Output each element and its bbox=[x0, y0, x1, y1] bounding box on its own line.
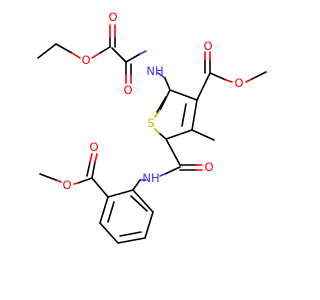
bond bbox=[158, 132, 167, 140]
bond bbox=[144, 211, 154, 239]
bond bbox=[99, 46, 111, 54]
atom-o-ester1-carbonyl: O bbox=[108, 10, 117, 24]
bond bbox=[119, 231, 142, 237]
bond bbox=[132, 179, 141, 191]
bond bbox=[154, 109, 161, 118]
bond bbox=[154, 128, 160, 134]
bond bbox=[111, 47, 127, 63]
bond bbox=[165, 129, 193, 140]
bond bbox=[117, 237, 146, 244]
bond bbox=[159, 173, 166, 177]
bond bbox=[125, 53, 141, 63]
atom-o-ester2-single: O bbox=[234, 76, 243, 90]
bond bbox=[191, 129, 215, 141]
bond bbox=[225, 79, 233, 83]
bond bbox=[251, 71, 267, 80]
bond bbox=[156, 96, 167, 113]
bond bbox=[181, 103, 187, 127]
bond bbox=[94, 153, 98, 163]
bond bbox=[99, 222, 119, 244]
bond bbox=[89, 153, 93, 163]
bond bbox=[165, 138, 181, 166]
atom-s-ring: S bbox=[147, 116, 154, 130]
bonds bbox=[37, 24, 267, 244]
atom-labels: O O O NH O O S O NH O O bbox=[62, 10, 243, 192]
bond bbox=[91, 52, 101, 59]
bond bbox=[91, 161, 96, 179]
bond bbox=[71, 52, 81, 59]
bond bbox=[164, 166, 181, 175]
atom-o-amide1-carbonyl: O bbox=[123, 83, 132, 97]
atom-o-amide2-carbonyl: O bbox=[204, 160, 213, 174]
bond bbox=[130, 195, 148, 212]
bond bbox=[169, 89, 198, 101]
bond bbox=[107, 189, 134, 198]
bond bbox=[191, 99, 198, 131]
bond bbox=[132, 189, 154, 213]
bond bbox=[139, 50, 147, 55]
bond bbox=[39, 173, 57, 181]
bond bbox=[157, 72, 166, 79]
atom-o-ester2-carbonyl: O bbox=[203, 39, 212, 53]
atom-o-ester3-carbonyl: O bbox=[89, 140, 98, 154]
atom-n-amide1: NH bbox=[146, 64, 163, 78]
bond bbox=[77, 177, 93, 184]
bond bbox=[209, 72, 227, 81]
bond bbox=[73, 182, 79, 185]
bond bbox=[86, 161, 91, 177]
bond bbox=[55, 43, 73, 54]
bond bbox=[55, 179, 62, 183]
bond bbox=[245, 78, 253, 83]
bond bbox=[91, 177, 109, 198]
bond bbox=[37, 43, 57, 59]
atom-o-ester1-single: O bbox=[81, 53, 90, 67]
bond bbox=[107, 201, 115, 223]
chemical-structure-diagram: O O O NH O O S O NH O O bbox=[37, 10, 267, 244]
bond bbox=[99, 196, 109, 224]
atom-n-amide2: NH bbox=[142, 171, 159, 185]
bond bbox=[164, 77, 171, 91]
atom-o-ester3-single: O bbox=[62, 178, 71, 192]
bond bbox=[196, 72, 211, 101]
